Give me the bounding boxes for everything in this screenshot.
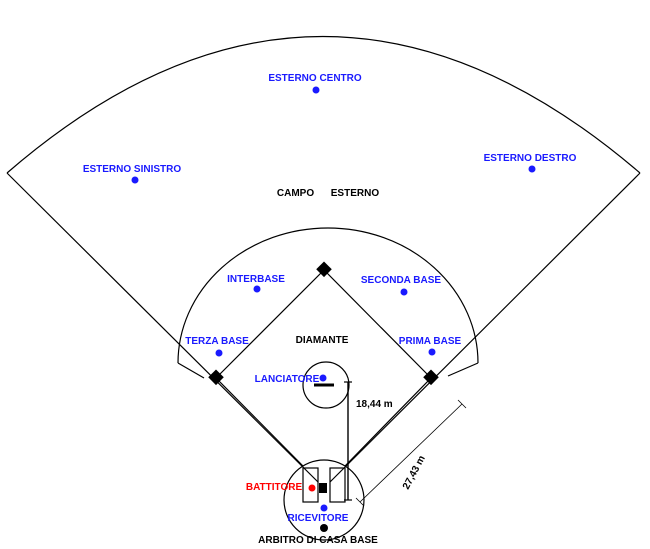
second-base-label: SECONDA BASE xyxy=(361,275,442,286)
pitcher-label: LANCIATORE xyxy=(255,374,320,385)
outfield-fence xyxy=(6,35,641,174)
batter-label: BATTITORE xyxy=(246,482,303,493)
umpire-label: ARBITRO DI CASA BASE xyxy=(258,535,378,546)
batters-box-left xyxy=(302,467,319,503)
shortstop-dot xyxy=(253,285,261,293)
catcher-dot xyxy=(320,504,328,512)
infield-arc-right-end xyxy=(447,362,479,377)
left-field-dot xyxy=(131,176,139,184)
umpire-dot xyxy=(320,524,328,532)
first-base-bag xyxy=(423,369,439,386)
center-field-dot xyxy=(312,86,320,94)
first-base-dot xyxy=(428,348,436,356)
infield-arc xyxy=(177,227,479,364)
right-foul-line xyxy=(329,172,641,483)
infield-arc-left-end xyxy=(177,362,205,379)
first-to-home-path xyxy=(344,377,432,467)
home-plate-circle xyxy=(283,459,365,541)
third-base-dot xyxy=(215,349,223,357)
catcher-label: RICEVITORE xyxy=(288,513,349,524)
home-plate xyxy=(319,483,327,493)
left-foul-line xyxy=(6,172,319,483)
right-field-label: ESTERNO DESTRO xyxy=(484,153,577,164)
second-base-bag xyxy=(316,261,332,278)
pitch-distance-label: 18,44 m xyxy=(356,399,393,410)
pitcher-dot xyxy=(319,374,327,382)
third-to-home-path xyxy=(215,377,304,467)
base-distance-label: 27,43 m xyxy=(401,454,428,492)
diamond-label: DIAMANTE xyxy=(296,335,349,346)
base-distance-tick-bottom xyxy=(355,497,365,507)
batter-dot xyxy=(308,484,316,492)
pitchers-mound xyxy=(302,361,350,409)
base-distance-line xyxy=(359,403,463,503)
batters-box-right xyxy=(329,467,346,503)
third-base-label: TERZA BASE xyxy=(185,336,249,347)
outfield-label: CAMPO ESTERNO xyxy=(277,188,379,199)
right-field-dot xyxy=(528,165,536,173)
shortstop-label: INTERBASE xyxy=(227,274,285,285)
second-base-dot xyxy=(400,288,408,296)
left-field-label: ESTERNO SINISTRO xyxy=(83,164,182,175)
first-base-label: PRIMA BASE xyxy=(399,336,462,347)
center-field-label: ESTERNO CENTRO xyxy=(268,73,362,84)
base-distance-tick-top xyxy=(457,399,467,409)
third-base-bag xyxy=(208,369,224,386)
